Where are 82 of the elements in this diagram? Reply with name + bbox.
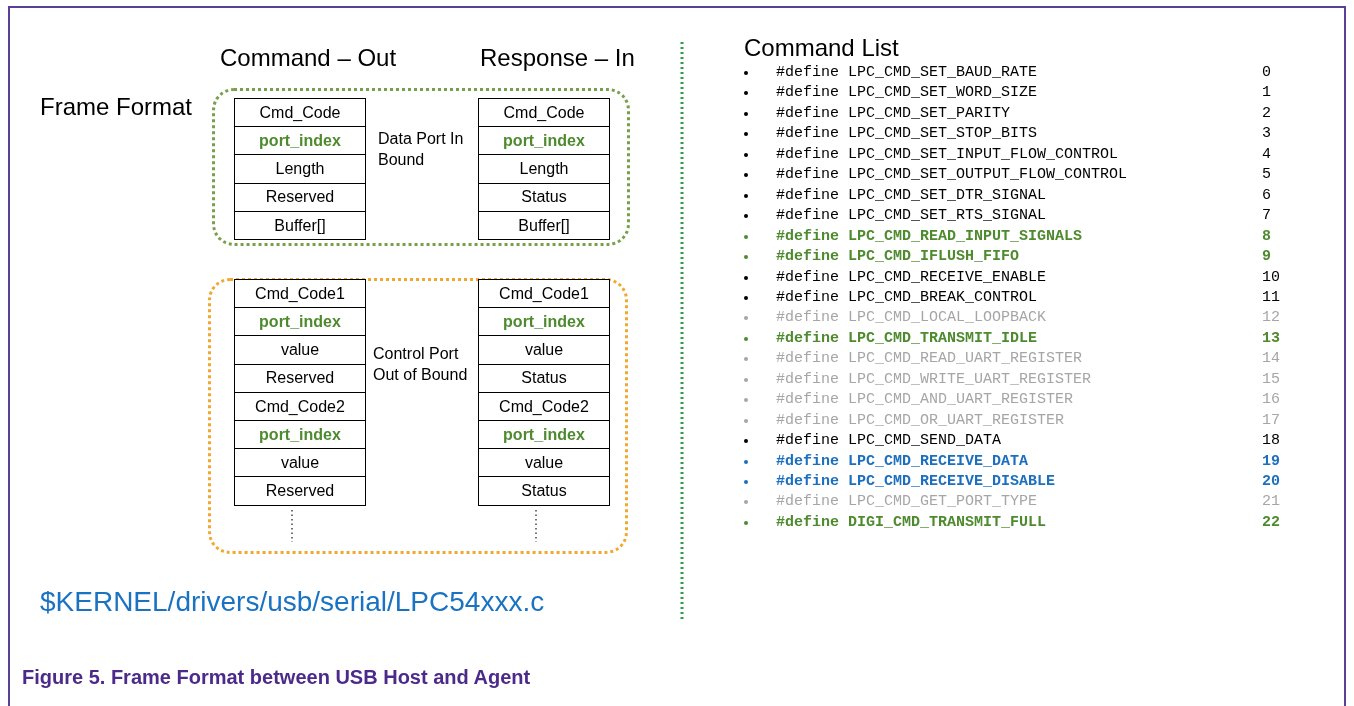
dotted-group-outline [212,88,630,246]
figure-caption: Figure 5. Frame Format between USB Host and Agent [22,666,531,689]
code-value: 17 [1262,411,1280,430]
code-line: #define LPC_CMD_SET_OUTPUT_FLOW_CONTROL [776,166,1128,185]
code-value: 12 [1262,309,1280,328]
code-value: 9 [1262,248,1271,267]
file-path: $KERNEL/drivers/usb/serial/LPC54xxx.c [40,586,545,618]
code-line: #define LPC_CMD_SET_RTS_SIGNAL [776,207,1047,226]
port-index-field: port_index [234,307,366,337]
code-line: #define LPC_CMD_RECEIVE_DATA [776,452,1029,471]
code-value: 7 [1262,207,1271,226]
code-line: #define LPC_CMD_READ_UART_REGISTER [776,350,1083,369]
code-value: 3 [1262,125,1271,144]
code-line: #define LPC_CMD_SET_PARITY [776,104,1011,123]
code-value: 13 [1262,329,1280,348]
code-value: 18 [1262,432,1280,451]
code-value: 19 [1262,452,1280,471]
code-line: #define LPC_CMD_SET_INPUT_FLOW_CONTROL [776,145,1119,164]
code-line: #define LPC_CMD_WRITE_UART_REGISTER [776,370,1092,389]
frame-field: Cmd_Code1 [478,279,610,309]
group-label: Control Port Out of Bound [373,344,469,385]
port-index-field: port_index [478,307,610,337]
frame-field: Status [478,363,610,394]
frame-field: Reserved [234,182,366,213]
frame-field: Cmd_Code [234,98,366,128]
frame-field: value [234,448,366,478]
code-value: 1 [1262,84,1271,103]
code-line: #define DIGI_CMD_TRANSMIT_FULL [776,513,1047,532]
frame-field: Length [234,154,366,185]
frame-field: Reserved [234,476,366,507]
frame-field: Cmd_Code2 [478,391,610,422]
frame-field: Length [478,154,610,185]
list-heading: Command List [744,34,899,62]
frame-field: Cmd_Code [478,98,610,128]
code-value: 21 [1262,493,1280,512]
frame-field: Cmd_Code1 [234,279,366,309]
frame-field: Reserved [234,363,366,394]
code-value: 11 [1262,288,1280,307]
code-value: 15 [1262,370,1280,389]
frame-field: value [234,335,366,366]
group-label: Data Port In Bound [378,129,465,170]
section-heading: Frame Format [40,93,192,121]
frame-field: value [478,448,610,478]
code-line: #define LPC_CMD_IFLUSH_FIFO [776,248,1020,267]
code-value: 20 [1262,473,1280,491]
code-line: #define LPC_CMD_TRANSMIT_IDLE [776,329,1038,348]
column-heading: Response – In [480,44,635,72]
frame-field: Buffer[] [234,210,366,241]
code-value: 2 [1262,104,1271,123]
code-value: 6 [1262,186,1271,205]
code-line: #define LPC_CMD_RECEIVE_ENABLE [776,268,1047,287]
code-value: 22 [1262,513,1280,532]
code-value: 5 [1262,166,1271,185]
code-line: #define LPC_CMD_READ_INPUT_SIGNALS [776,227,1083,246]
column-heading: Command – Out [220,44,397,72]
frame-field: Status [478,182,610,213]
frame-field: Cmd_Code2 [234,391,366,422]
port-index-field: port_index [234,420,366,450]
frame-field: Status [478,476,610,507]
code-value: 8 [1262,227,1271,246]
code-line: #define LPC_CMD_SET_WORD_SIZE [776,84,1038,103]
code-line: #define LPC_CMD_SET_STOP_BITS [776,125,1038,144]
port-index-field: port_index [478,420,610,450]
code-line: #define LPC_CMD_AND_UART_REGISTER [776,391,1074,410]
port-index-field: port_index [234,126,366,156]
code-line: #define LPC_CMD_GET_PORT_TYPE [776,493,1038,512]
code-line: #define LPC_CMD_SEND_DATA [776,432,1002,451]
code-value: 16 [1262,391,1280,410]
code-line: #define LPC_CMD_SET_DTR_SIGNAL [776,186,1047,205]
dotted-group-outline [208,278,628,554]
code-value: 10 [1262,268,1280,287]
code-value: 0 [1262,64,1271,82]
code-line: #define LPC_CMD_BREAK_CONTROL [776,288,1038,307]
port-index-field: port_index [478,126,610,156]
code-value: 4 [1262,145,1271,164]
frame-field: value [478,335,610,366]
code-line: #define LPC_CMD_RECEIVE_DISABLE [776,473,1056,491]
frame-field: Buffer[] [478,210,610,241]
code-line: #define LPC_CMD_SET_BAUD_RATE [776,64,1038,82]
code-value: 14 [1262,350,1280,369]
code-line: #define LPC_CMD_LOCAL_LOOPBACK [776,309,1047,328]
code-line: #define LPC_CMD_OR_UART_REGISTER [776,411,1065,430]
